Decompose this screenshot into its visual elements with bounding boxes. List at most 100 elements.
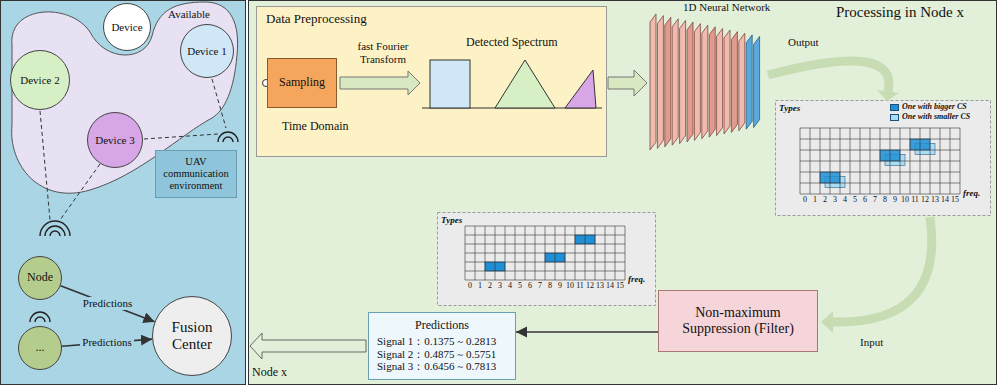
label-text: 1D Neural Network bbox=[683, 1, 770, 14]
text-slot: 6 bbox=[863, 195, 867, 204]
node-text: Device 1 bbox=[187, 45, 226, 58]
node-text: Processing in Node x bbox=[836, 4, 964, 21]
tick-number: 1 bbox=[478, 281, 482, 290]
tick-number: 4 bbox=[508, 281, 512, 290]
dashed-link bbox=[212, 79, 226, 128]
node-text: ... bbox=[36, 341, 45, 355]
text-slot: 9 bbox=[893, 195, 897, 204]
legend-text: One with smaller CS bbox=[902, 112, 970, 121]
label-text: Input bbox=[860, 336, 883, 349]
text-slot: 8 bbox=[883, 195, 887, 204]
node-circle: ... bbox=[18, 326, 62, 370]
grid-line bbox=[465, 262, 625, 263]
tick-number: 14 bbox=[606, 281, 614, 290]
grid-line bbox=[800, 161, 960, 162]
network-layer bbox=[694, 24, 700, 141]
text-slot: freq. bbox=[628, 274, 645, 284]
dashed-link bbox=[144, 134, 218, 139]
tick-number: 7 bbox=[538, 281, 542, 290]
tick-number: 2 bbox=[488, 281, 492, 290]
tick-number: 9 bbox=[893, 195, 897, 204]
text-slot: 14 bbox=[606, 281, 614, 290]
grid-line bbox=[465, 226, 625, 227]
text-slot: 12 bbox=[921, 195, 929, 204]
tick-number: 10 bbox=[566, 281, 574, 290]
device-circle: Device 1 bbox=[180, 24, 234, 78]
axis-label: freq. bbox=[963, 188, 980, 198]
grid-line bbox=[465, 235, 625, 236]
tick-number: 15 bbox=[951, 195, 959, 204]
text-slot: 14 bbox=[941, 195, 949, 204]
text-slot: 0 bbox=[803, 195, 807, 204]
tick-number: 13 bbox=[596, 281, 604, 290]
text-slot: One with smaller CS bbox=[902, 112, 970, 121]
text-slot: 10 bbox=[566, 281, 574, 290]
text-slot: fast Fourier Transform bbox=[343, 40, 423, 65]
tick-number: 6 bbox=[863, 195, 867, 204]
tick-number: 14 bbox=[941, 195, 949, 204]
label-text: Output bbox=[788, 36, 819, 49]
text-slot: Node x bbox=[252, 366, 287, 380]
axis-label: Types bbox=[779, 103, 800, 113]
network-layer bbox=[731, 32, 737, 133]
legend-text: One with bigger CS bbox=[902, 102, 967, 111]
text-slot: 2 bbox=[488, 281, 492, 290]
output-arrow bbox=[768, 61, 889, 92]
legend-swatch bbox=[890, 104, 899, 111]
device-circle: Device bbox=[103, 3, 151, 51]
block-arrow bbox=[250, 333, 366, 359]
input-arrow bbox=[832, 217, 932, 322]
network-layer bbox=[754, 36, 760, 127]
spectrum-rect bbox=[430, 60, 470, 108]
network-layer bbox=[657, 16, 663, 149]
edge-label-slot: Predictions bbox=[80, 336, 134, 349]
signal-arcs bbox=[30, 312, 50, 322]
tick-number: 1 bbox=[813, 195, 817, 204]
tick-number: 0 bbox=[468, 281, 472, 290]
text-slot: 12 bbox=[586, 281, 594, 290]
node-text: Device 3 bbox=[95, 134, 134, 147]
node-text: Non-maximum Suppression (Filter) bbox=[662, 305, 814, 337]
text-slot: 6 bbox=[528, 281, 532, 290]
grid-line bbox=[465, 271, 625, 272]
network-layer bbox=[709, 27, 715, 137]
network-layer bbox=[680, 20, 686, 143]
signal-arcs bbox=[218, 132, 238, 142]
network-layer bbox=[724, 30, 730, 134]
block-arrow bbox=[340, 71, 420, 95]
text-slot: 7 bbox=[873, 195, 877, 204]
chart-box bbox=[438, 213, 656, 306]
text-slot: 9 bbox=[558, 281, 562, 290]
grid-line bbox=[800, 172, 960, 173]
text-slot: Detected Spectrum bbox=[466, 36, 558, 50]
text-slot: 8 bbox=[548, 281, 552, 290]
dashed-link bbox=[40, 111, 50, 220]
grid-line bbox=[800, 150, 960, 151]
tick-number: 6 bbox=[528, 281, 532, 290]
right-panel bbox=[249, 1, 997, 385]
tick-number: 4 bbox=[843, 195, 847, 204]
spectrum-triangle bbox=[495, 60, 555, 108]
tick-number: 9 bbox=[558, 281, 562, 290]
axis-label: Types bbox=[441, 215, 462, 225]
text-slot: 13 bbox=[596, 281, 604, 290]
text-slot: Input bbox=[860, 336, 883, 349]
tick-number: 11 bbox=[576, 281, 584, 290]
text-slot: 1 bbox=[478, 281, 482, 290]
fusion-circle: Fusion Center bbox=[152, 296, 232, 376]
text-slot: 15 bbox=[951, 195, 959, 204]
arrow-head bbox=[821, 311, 833, 333]
label-text: Time Domain bbox=[282, 120, 349, 134]
text-slot: 5 bbox=[518, 281, 522, 290]
text-slot: Output bbox=[788, 36, 819, 49]
network-layer bbox=[739, 33, 745, 131]
tick-number: 0 bbox=[803, 195, 807, 204]
tick-number: 11 bbox=[911, 195, 919, 204]
text-slot: freq. bbox=[963, 188, 980, 198]
network-layer bbox=[687, 22, 693, 142]
text-slot: Types bbox=[779, 103, 800, 113]
dashed-links bbox=[40, 79, 226, 220]
filter-box: Non-maximum Suppression (Filter) bbox=[658, 290, 818, 352]
